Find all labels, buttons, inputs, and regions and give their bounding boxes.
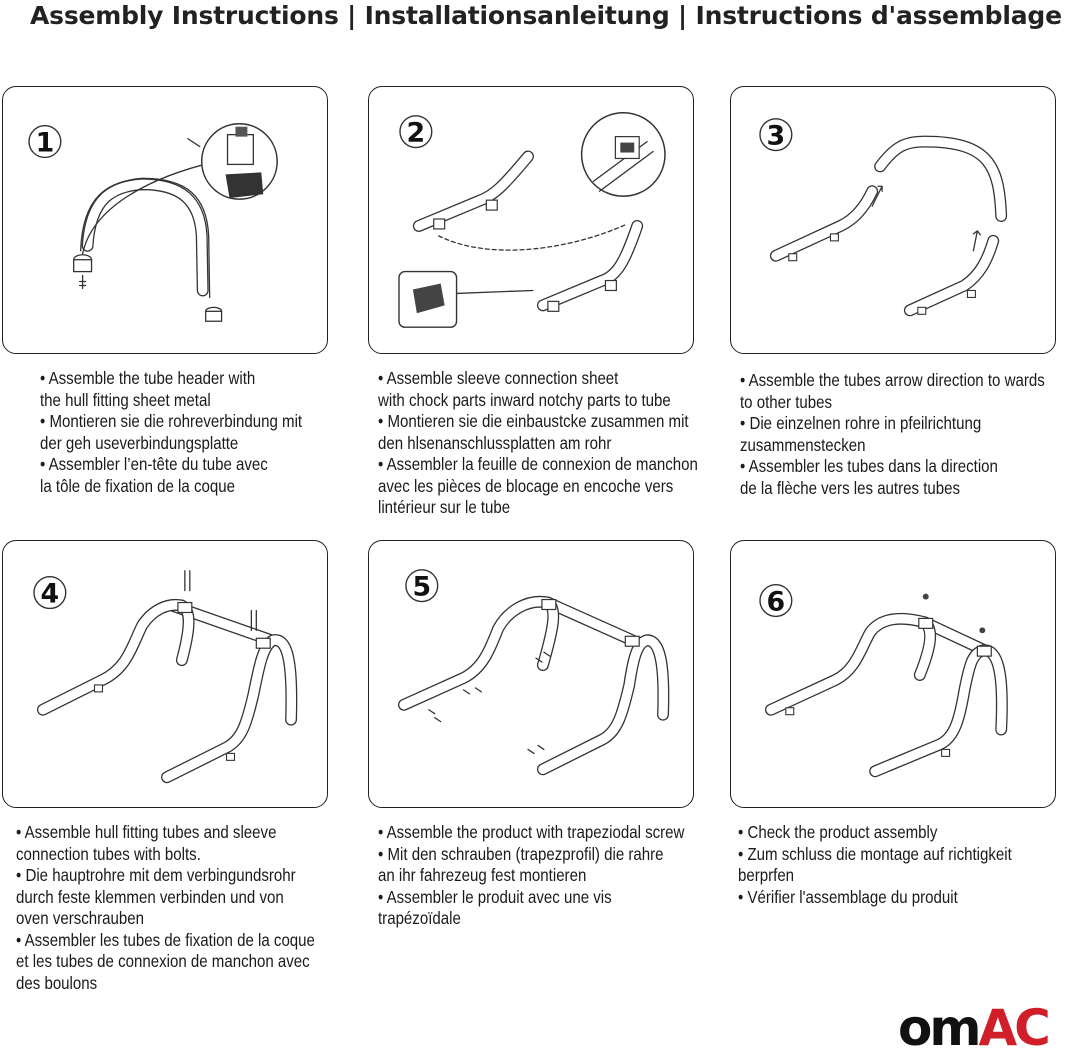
- text-line: • Assembler le produit avec une vis: [378, 886, 612, 907]
- step-5-text: • Assemble the product with trapeziodal …: [378, 822, 684, 930]
- text-line: • Assemble the product with trapeziodal …: [378, 822, 685, 842]
- step-5-illustration: 5: [368, 540, 694, 808]
- text-line: der geh useverbindungsplatte: [40, 432, 239, 453]
- page-title: Assembly Instructions | Installationsanl…: [30, 1, 1062, 30]
- step-3-number: 3: [767, 121, 786, 152]
- text-line: to other tubes: [740, 391, 833, 412]
- text-line: • Zum schluss die montage auf richtigkei…: [738, 843, 1012, 864]
- step-6-text: • Check the product assembly • Zum schlu…: [738, 822, 1012, 908]
- text-line: des boulons: [16, 972, 98, 993]
- step-1-illustration: 1: [2, 86, 328, 354]
- text-line: • Assembler l’en-tête du tube avec: [40, 454, 268, 474]
- step-2-text: • Assemble sleeve connection sheet with …: [378, 368, 698, 519]
- text-line: • Assemble hull fitting tubes and sleeve: [16, 822, 277, 842]
- text-line: connection tubes with bolts.: [16, 843, 201, 864]
- step-3-illustration: 3: [730, 86, 1056, 354]
- text-line: de la flèche vers les autres tubes: [740, 477, 961, 498]
- text-line: • Mit den schrauben (trapezprofil) die r…: [378, 843, 664, 864]
- text-line: • Assembler la feuille de connexion de m…: [378, 454, 698, 474]
- text-line: durch feste klemmen verbinden und von: [16, 886, 284, 907]
- step-1-text: • Assemble the tube header with the hull…: [40, 368, 302, 497]
- logo-part-1: om: [898, 999, 981, 1057]
- step-1-number: 1: [36, 128, 55, 159]
- text-line: berprfen: [738, 865, 795, 885]
- text-line: • Assembler les tubes de fixation de la …: [16, 929, 315, 950]
- text-line: • Vérifier l'assemblage du produit: [738, 886, 958, 907]
- text-line: • Montieren sie die rohreverbindung mit: [40, 411, 303, 431]
- logo-part-2: AC: [978, 999, 1050, 1057]
- text-line: avec les pièces de blocage en encoche ve…: [378, 475, 674, 496]
- brand-logo: omAC: [898, 1003, 1068, 1053]
- text-line: • Assemble the tubes arrow direction to …: [740, 370, 1045, 390]
- text-line: lintérieur sur le tube: [378, 497, 511, 517]
- text-line: • Die hauptrohre mit dem verbingundsrohr: [16, 865, 296, 885]
- text-line: oven verschrauben: [16, 908, 145, 928]
- step-3-text: • Assemble the tubes arrow direction to …: [740, 370, 1045, 499]
- text-line: den hlsenanschlussplatten am rohr: [378, 432, 612, 453]
- text-line: zusammenstecken: [740, 434, 866, 455]
- step-6-number: 6: [767, 586, 786, 617]
- text-line: • Assemble sleeve connection sheet: [378, 368, 619, 388]
- text-line: an ihr fahrezeug fest montieren: [378, 865, 587, 885]
- step-4-illustration: 4: [2, 540, 328, 808]
- text-line: the hull fitting sheet metal: [40, 389, 211, 410]
- step-2-number: 2: [407, 118, 426, 149]
- text-line: • Montieren sie die einbaustcke zusammen…: [378, 411, 689, 431]
- text-line: • Assemble the tube header with: [40, 368, 256, 388]
- text-line: et les tubes de connexion de manchon ave…: [16, 951, 310, 971]
- step-5-number: 5: [413, 572, 432, 603]
- step-6-illustration: 6: [730, 540, 1056, 808]
- text-line: la tôle de fixation de la coque: [40, 475, 235, 496]
- step-2-illustration: 2: [368, 86, 694, 354]
- text-line: • Die einzelnen rohre in pfeilrichtung: [740, 413, 982, 433]
- text-line: • Assembler les tubes dans la direction: [740, 456, 998, 476]
- text-line: trapézoïdale: [378, 908, 461, 928]
- text-line: with chock parts inward notchy parts to …: [378, 389, 671, 410]
- step-4-number: 4: [41, 579, 60, 610]
- text-line: • Check the product assembly: [738, 822, 938, 842]
- step-4-text: • Assemble hull fitting tubes and sleeve…: [16, 822, 315, 994]
